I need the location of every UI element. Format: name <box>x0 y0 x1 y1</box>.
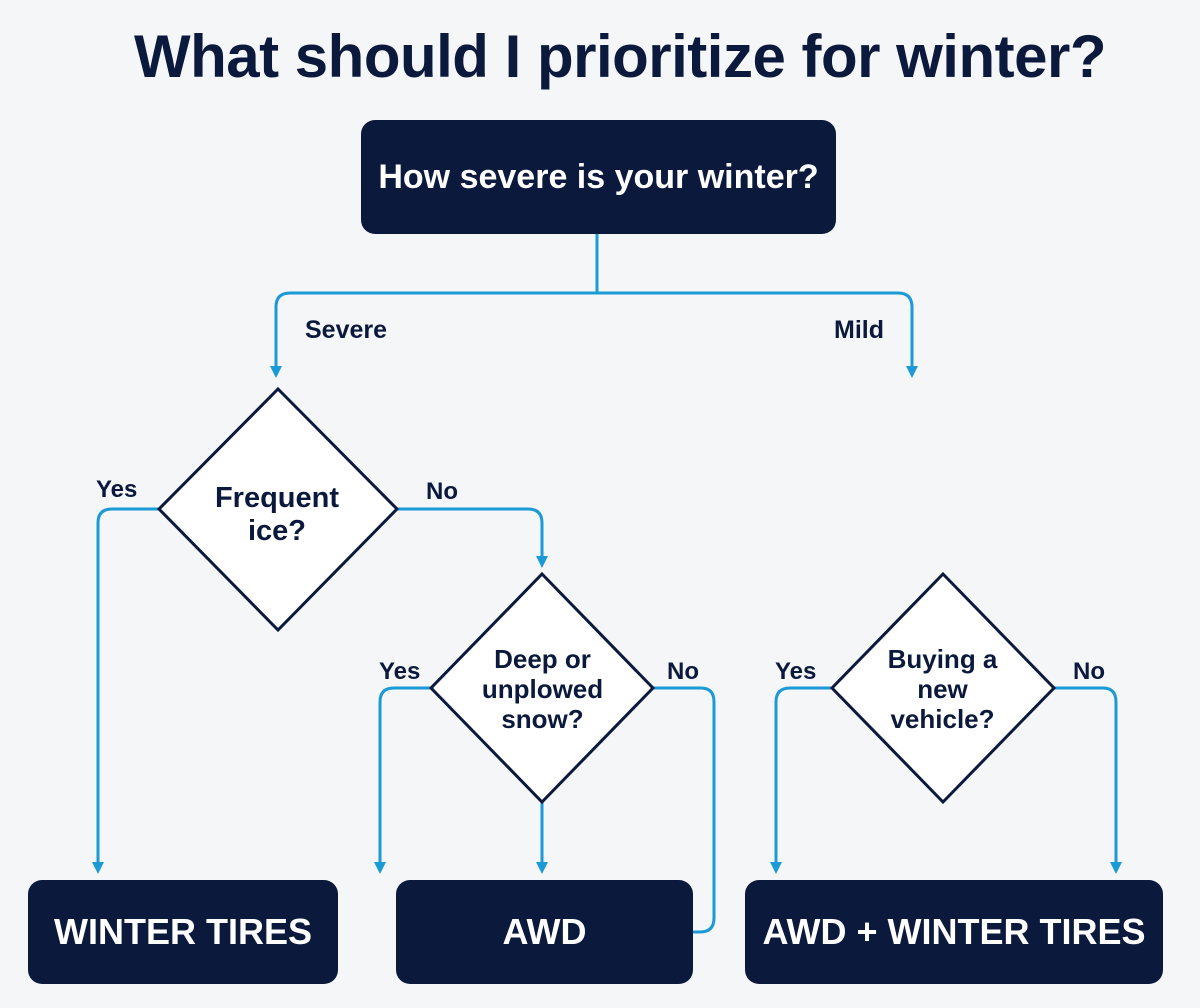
label-snow-yes: Yes <box>379 658 421 685</box>
decision-vehicle-line3: vehicle? <box>890 703 995 734</box>
label-ice-yes: Yes <box>96 476 138 503</box>
start-question-text: How severe is your winter? <box>378 157 819 196</box>
connector-vehicle-no <box>1052 686 1122 874</box>
decision-vehicle-line2: new <box>917 674 968 705</box>
branch-label-severe: Severe <box>305 316 388 344</box>
decision-ice-line1: Frequent <box>214 481 340 514</box>
result-awd-winter-tires-text: AWD + WINTER TIRES <box>762 911 1146 952</box>
decision-vehicle-line1: Buying a <box>887 644 998 675</box>
result-winter-tires-box: WINTER TIRES <box>28 880 338 984</box>
connector-ice-no <box>395 507 548 568</box>
result-winter-tires-text: WINTER TIRES <box>54 911 312 952</box>
label-vehicle-yes: Yes <box>775 658 817 685</box>
decision-snow-line1: Deep or <box>494 644 591 675</box>
decision-snow-line2: unplowed <box>481 674 604 705</box>
page-title: What should I prioritize for winter? <box>134 23 1106 90</box>
decision-ice-line2: ice? <box>247 515 307 547</box>
connector-vehicle-yes <box>770 686 834 874</box>
connector-ice-yes <box>92 507 161 874</box>
label-snow-no: No <box>667 658 699 685</box>
connector-severe <box>270 291 599 378</box>
result-awd-text: AWD <box>502 911 587 952</box>
decision-text-ice: Frequent ice? <box>187 460 367 570</box>
label-vehicle-no: No <box>1073 658 1105 685</box>
decision-snow-line3: snow? <box>501 703 584 734</box>
result-awd-winter-tires-box: AWD + WINTER TIRES <box>745 880 1163 984</box>
decision-diamond-ice <box>156 386 400 633</box>
decision-text-snow: Deep or unplowed snow? <box>455 630 630 750</box>
branch-label-mild: Mild <box>834 316 884 344</box>
connector-snow-yes <box>374 686 433 874</box>
decision-diamond-snow <box>428 571 656 805</box>
start-question-box: How severe is your winter? <box>361 120 836 234</box>
decision-text-vehicle: Buying a new vehicle? <box>855 630 1030 750</box>
decision-diamond-vehicle <box>829 571 1057 805</box>
result-awd-box: AWD <box>396 880 693 984</box>
label-ice-no: No <box>426 478 458 505</box>
connector-snow-no <box>651 686 716 934</box>
connector-mild <box>595 291 918 378</box>
